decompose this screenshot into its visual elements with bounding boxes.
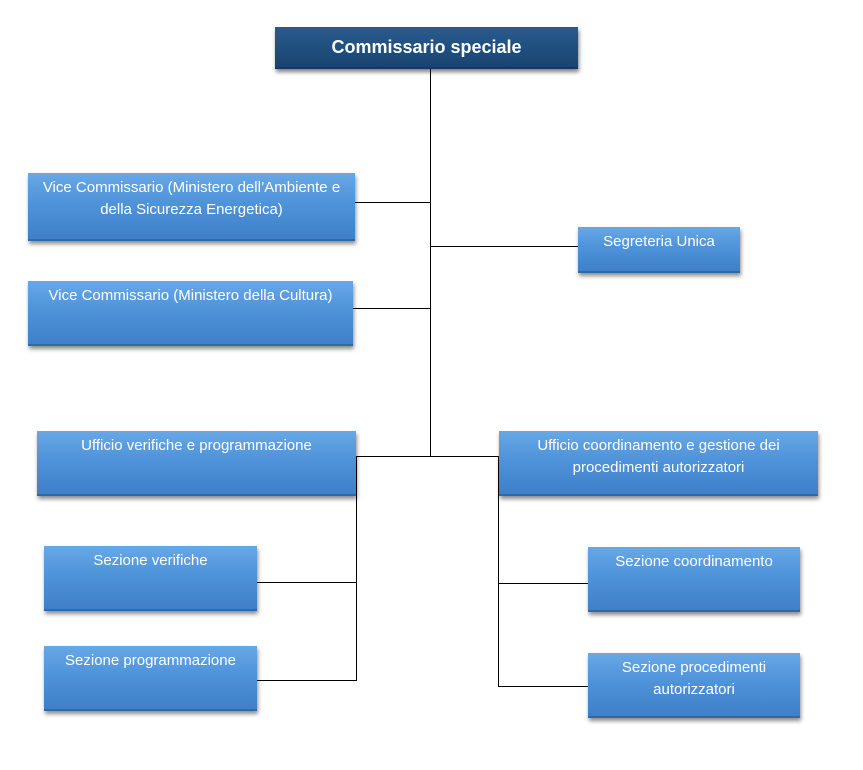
segreteria-box: Segreteria Unica — [578, 227, 740, 273]
ufficio-coordinamento-label: Ufficio coordinamento e gestione dei pro… — [537, 437, 780, 476]
head-label: Commissario speciale — [331, 37, 522, 57]
connector-sezione-coordinamento — [498, 583, 588, 584]
connector-segreteria — [430, 246, 578, 247]
connector-offices — [356, 456, 499, 457]
vice-ambiente-box: Vice Commissario (Ministero dell’Ambient… — [28, 173, 355, 241]
sezione-verifiche-box: Sezione verifiche — [44, 546, 257, 611]
connector-left-branch — [356, 456, 357, 681]
sezione-verifiche-label: Sezione verifiche — [93, 552, 208, 569]
sezione-procedimenti-label: Sezione procedimenti autorizzatori — [621, 659, 767, 698]
connector-right-branch — [498, 456, 499, 687]
sezione-programmazione-label: Sezione programmazione — [65, 652, 236, 669]
connector-sezione-procedimenti — [498, 686, 588, 687]
connector-vice-ambiente — [355, 202, 430, 203]
sezione-procedimenti-box: Sezione procedimenti autorizzatori — [588, 653, 800, 718]
connector-sezione-programmazione — [257, 680, 356, 681]
sezione-coordinamento-box: Sezione coordinamento — [588, 547, 800, 612]
connector-vice-cultura — [353, 308, 430, 309]
vice-cultura-label: Vice Commissario (Ministero della Cultur… — [48, 287, 333, 304]
connector-main-trunk — [430, 68, 431, 457]
head-box: Commissario speciale — [275, 27, 578, 69]
vice-cultura-box: Vice Commissario (Ministero della Cultur… — [28, 281, 353, 346]
ufficio-verifiche-label: Ufficio verifiche e programmazione — [81, 437, 312, 454]
segreteria-label: Segreteria Unica — [603, 233, 715, 250]
sezione-coordinamento-label: Sezione coordinamento — [615, 553, 773, 570]
connector-sezione-verifiche — [257, 582, 356, 583]
vice-ambiente-label: Vice Commissario (Ministero dell’Ambient… — [42, 179, 341, 218]
ufficio-coordinamento-box: Ufficio coordinamento e gestione dei pro… — [499, 431, 818, 496]
ufficio-verifiche-box: Ufficio verifiche e programmazione — [37, 431, 356, 496]
sezione-programmazione-box: Sezione programmazione — [44, 646, 257, 711]
